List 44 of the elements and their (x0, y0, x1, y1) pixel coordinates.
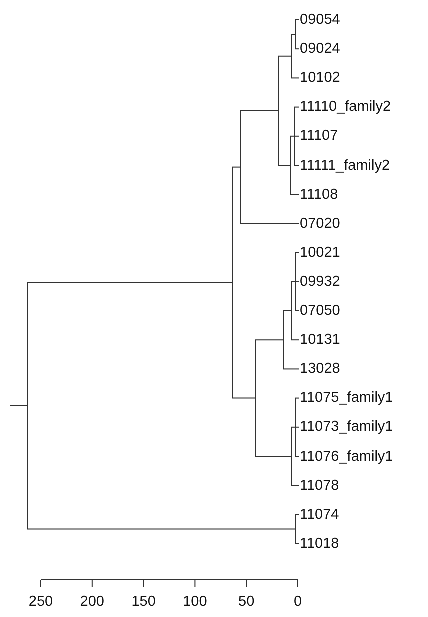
axis-tick-label: 50 (238, 593, 255, 611)
branch-line (240, 110, 278, 112)
leaf-label: 09932 (299, 272, 340, 291)
branch-line (10, 406, 28, 407)
leaf-label: 09024 (299, 40, 340, 58)
branch-line (294, 456, 300, 457)
leaf-label: 09054 (299, 11, 340, 29)
leaf-label: 11078 (299, 476, 340, 495)
branch-line (26, 282, 232, 284)
axis-tick-label: 0 (294, 593, 302, 611)
branch-line (291, 340, 300, 341)
axis-tick-label: 100 (183, 593, 208, 611)
branch-line (240, 223, 300, 224)
branch-line (254, 340, 284, 341)
leaf-label: 11073_family1 (299, 418, 394, 436)
leaf-label: 11075_family1 (299, 389, 394, 408)
branch-line (254, 456, 292, 457)
leaf-label: 11074 (299, 506, 340, 524)
axis-tick-label: 150 (132, 593, 156, 611)
leaf-label: 10131 (299, 331, 340, 350)
branch-line (290, 194, 300, 196)
branch-line (294, 165, 300, 166)
branch-line (278, 165, 291, 166)
leaf-label: 07050 (299, 302, 340, 320)
leaf-label: 13028 (299, 360, 340, 378)
branch-line (291, 281, 296, 282)
leaf-label: 11076_family1 (299, 448, 394, 466)
leaf-label: 07020 (299, 214, 340, 233)
axis-tick-label: 250 (28, 593, 54, 611)
branch-line (290, 34, 296, 36)
branch-line (282, 368, 300, 370)
leaf-label: 11018 (299, 534, 340, 553)
branch-line (26, 528, 296, 530)
branch-line (290, 78, 300, 79)
leaf-label: 10021 (299, 244, 340, 262)
branch-line (278, 56, 292, 57)
leaf-label: 11108 (299, 186, 338, 204)
axis-tick-label: 200 (80, 593, 104, 611)
branch-line (232, 398, 256, 399)
leaf-label: 11111_family2 (299, 156, 390, 174)
leaf-label: 11110_family2 (299, 98, 392, 116)
leaf-label: 10102 (299, 69, 340, 88)
leaf-label: 11107 (299, 127, 338, 146)
branch-line (294, 514, 300, 516)
